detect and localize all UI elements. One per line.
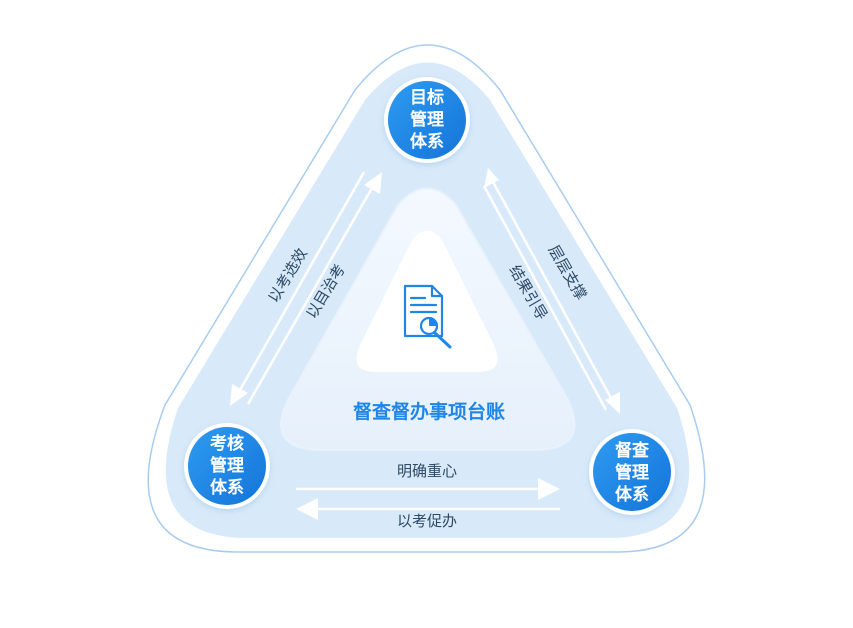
document-chart-search-icon bbox=[403, 284, 452, 349]
center-title: 督查督办事项台账 bbox=[353, 400, 505, 423]
node-right bbox=[589, 429, 675, 515]
node-left-line-3: 体系 bbox=[210, 477, 244, 498]
node-top-line-3: 体系 bbox=[410, 131, 444, 152]
right-arrows bbox=[482, 168, 620, 414]
left-arrows bbox=[230, 171, 382, 406]
node-top-line-2: 管理 bbox=[410, 109, 444, 130]
node-right-line-3: 体系 bbox=[615, 484, 649, 505]
node-left-line-1: 考核 bbox=[209, 433, 244, 454]
edge-label-bottom-bottom: 以考促办 bbox=[397, 512, 457, 530]
bottom-arrows bbox=[296, 478, 560, 520]
node-right-line-2: 管理 bbox=[615, 462, 649, 483]
node-top-line-1: 目标 bbox=[410, 87, 444, 108]
node-right-line-1: 督查 bbox=[615, 440, 650, 461]
node-left bbox=[184, 423, 270, 509]
edge-label-bottom-top: 明确重心 bbox=[397, 462, 457, 480]
node-top bbox=[384, 77, 470, 163]
node-left-line-2: 管理 bbox=[210, 455, 244, 476]
